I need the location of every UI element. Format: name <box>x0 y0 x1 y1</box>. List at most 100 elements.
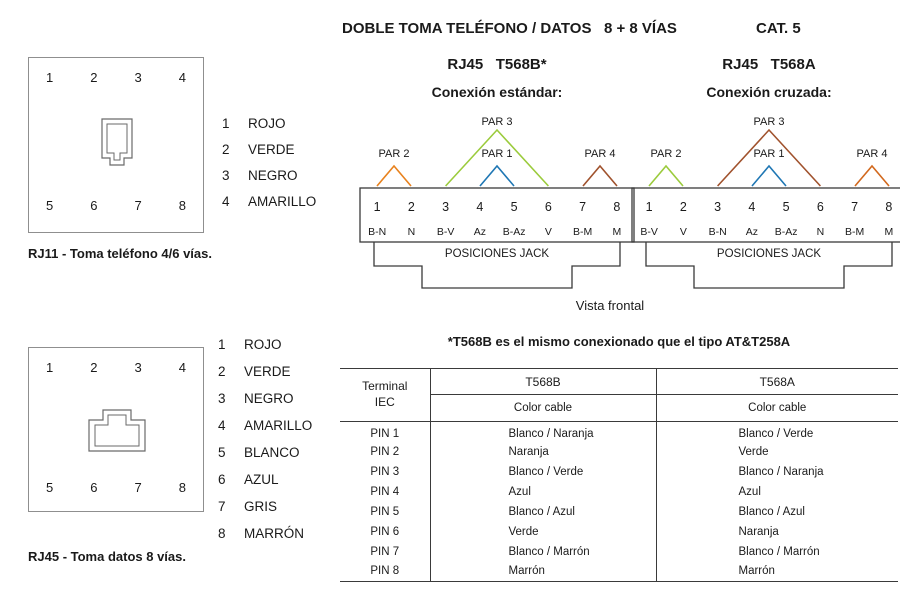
wire-code: V <box>679 226 687 238</box>
legend-color-name: VERDE <box>248 142 295 157</box>
pin-number: 7 <box>134 480 142 495</box>
t568a-color-cable-subheader: Color cable <box>655 394 898 422</box>
pin-number: 3 <box>134 360 142 375</box>
t568b-column-header: T568B <box>429 368 656 395</box>
pin-label: PIN 5 <box>370 505 400 518</box>
pin-number: 6 <box>816 200 824 214</box>
par4-label: PAR 4 <box>856 148 888 160</box>
pin-number: 4 <box>178 360 186 375</box>
wire-code: B-V <box>640 226 658 238</box>
wire-code: M <box>884 226 894 238</box>
t568a-color: Marrón <box>655 561 898 582</box>
pin-label: PIN 6 <box>370 525 400 538</box>
pin-number: 1 <box>46 360 54 375</box>
t568a-color: Blanco / Verde <box>655 421 898 442</box>
t568b-color: Naranja <box>429 441 656 462</box>
t568b-wiring-drawing <box>359 128 635 289</box>
legend-number: 1 <box>218 337 226 352</box>
terminal-header-line1: Terminal <box>362 379 408 394</box>
jack-front-outline <box>645 242 893 289</box>
legend-color-name: ROJO <box>248 116 286 131</box>
pin-number: 7 <box>579 200 587 214</box>
pin-label: PIN 1 <box>370 427 400 440</box>
t568a-diagram: RJ45 T568A Conexión cruzada: PAR 3 PAR 2… <box>624 52 900 314</box>
legend-color-name: MARRÓN <box>244 526 304 541</box>
t568a-color: Naranja <box>655 521 898 542</box>
legend-color-name: NEGRO <box>248 168 298 183</box>
t568b-diagram: RJ45 T568B* Conexión estándar: PAR 3 PAR… <box>352 52 642 314</box>
t568a-subheading: Conexión cruzada: <box>706 84 832 100</box>
par3-label: PAR 3 <box>753 116 785 128</box>
pin-number: 4 <box>748 200 756 214</box>
legend-color-name: VERDE <box>244 364 291 379</box>
t568a-heading: RJ45 T568A <box>722 56 816 73</box>
terminal-iec-header: Terminal IEC <box>340 368 430 422</box>
legend-number: 6 <box>218 472 226 487</box>
par4-label: PAR 4 <box>584 148 616 160</box>
wire-code: Az <box>473 226 486 238</box>
pin-label: PIN 4 <box>370 485 400 498</box>
pin-number: 8 <box>613 200 621 214</box>
legend-color-name: ROJO <box>244 337 282 352</box>
wire-code: B-M <box>845 226 865 238</box>
pin-number: 1 <box>373 200 381 214</box>
pin-number: 2 <box>679 200 687 214</box>
t568b-heading: RJ45 T568B* <box>447 56 547 73</box>
pin-label: PIN 8 <box>370 565 400 578</box>
legend-number: 3 <box>218 391 226 406</box>
legend-color-name: NEGRO <box>244 391 294 406</box>
t568b-footnote: *T568B es el mismo conexionado que el ti… <box>447 334 791 349</box>
legend-row: 2 VERDE <box>222 142 316 168</box>
t568b-color: Azul <box>429 481 656 502</box>
par3-pair-bracket <box>445 128 549 187</box>
pin-number: 2 <box>90 70 98 85</box>
t568b-color: Blanco / Marrón <box>429 541 656 562</box>
pin-box <box>631 187 900 243</box>
pin-number: 2 <box>90 360 98 375</box>
par3-pair-bracket <box>717 128 821 187</box>
legend-number: 7 <box>218 499 226 514</box>
pin-number: 5 <box>782 200 790 214</box>
pin-number: 6 <box>544 200 552 214</box>
t568b-color: Blanco / Verde <box>429 461 656 482</box>
t568a-color: Blanco / Marrón <box>655 541 898 562</box>
par2-label: PAR 2 <box>650 148 682 160</box>
legend-row: 6 AZUL <box>218 472 312 499</box>
pin-number: 1 <box>46 70 54 85</box>
legend-row: 2 VERDE <box>218 364 312 391</box>
legend-number: 4 <box>218 418 226 433</box>
par4-pair-bracket <box>854 164 890 187</box>
pin-number: 8 <box>885 200 893 214</box>
legend-color-name: GRIS <box>244 499 278 514</box>
jack-front-outline <box>373 242 621 289</box>
legend-row: 1 ROJO <box>218 337 312 364</box>
rj11-caption: RJ11 - Toma teléfono 4/6 vías. <box>28 246 212 261</box>
t568b-color: Blanco / Azul <box>429 501 656 522</box>
wire-code: B-Az <box>774 226 798 238</box>
wire-code: M <box>612 226 622 238</box>
legend-number: 2 <box>218 364 226 379</box>
par1-label: PAR 1 <box>753 148 785 160</box>
par1-label: PAR 1 <box>481 148 513 160</box>
pin-number: 2 <box>407 200 415 214</box>
legend-number: 8 <box>218 526 226 541</box>
legend-number: 2 <box>222 142 230 157</box>
legend-color-name: AZUL <box>244 472 279 487</box>
t568a-color: Azul <box>655 481 898 502</box>
pin-number: 3 <box>714 200 722 214</box>
pin-number: 8 <box>178 198 186 213</box>
wire-code: B-V <box>436 226 455 238</box>
t568b-color: Blanco / Naranja <box>429 421 656 442</box>
